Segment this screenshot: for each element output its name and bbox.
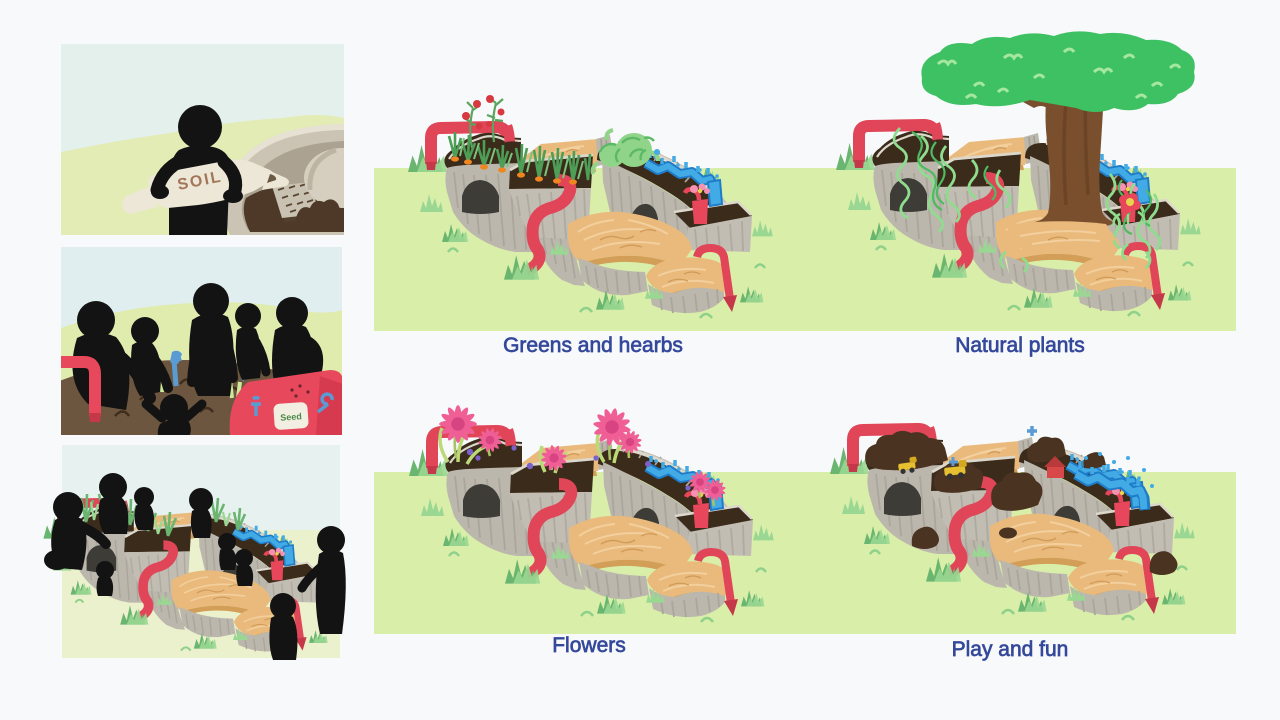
svg-text:Greens and hearbs: Greens and hearbs [503, 334, 683, 357]
svg-text:Natural plants: Natural plants [955, 334, 1085, 357]
svg-text:Flowers: Flowers [552, 634, 626, 657]
svg-text:Seed: Seed [280, 411, 302, 422]
svg-text:Play and fun: Play and fun [952, 638, 1069, 661]
